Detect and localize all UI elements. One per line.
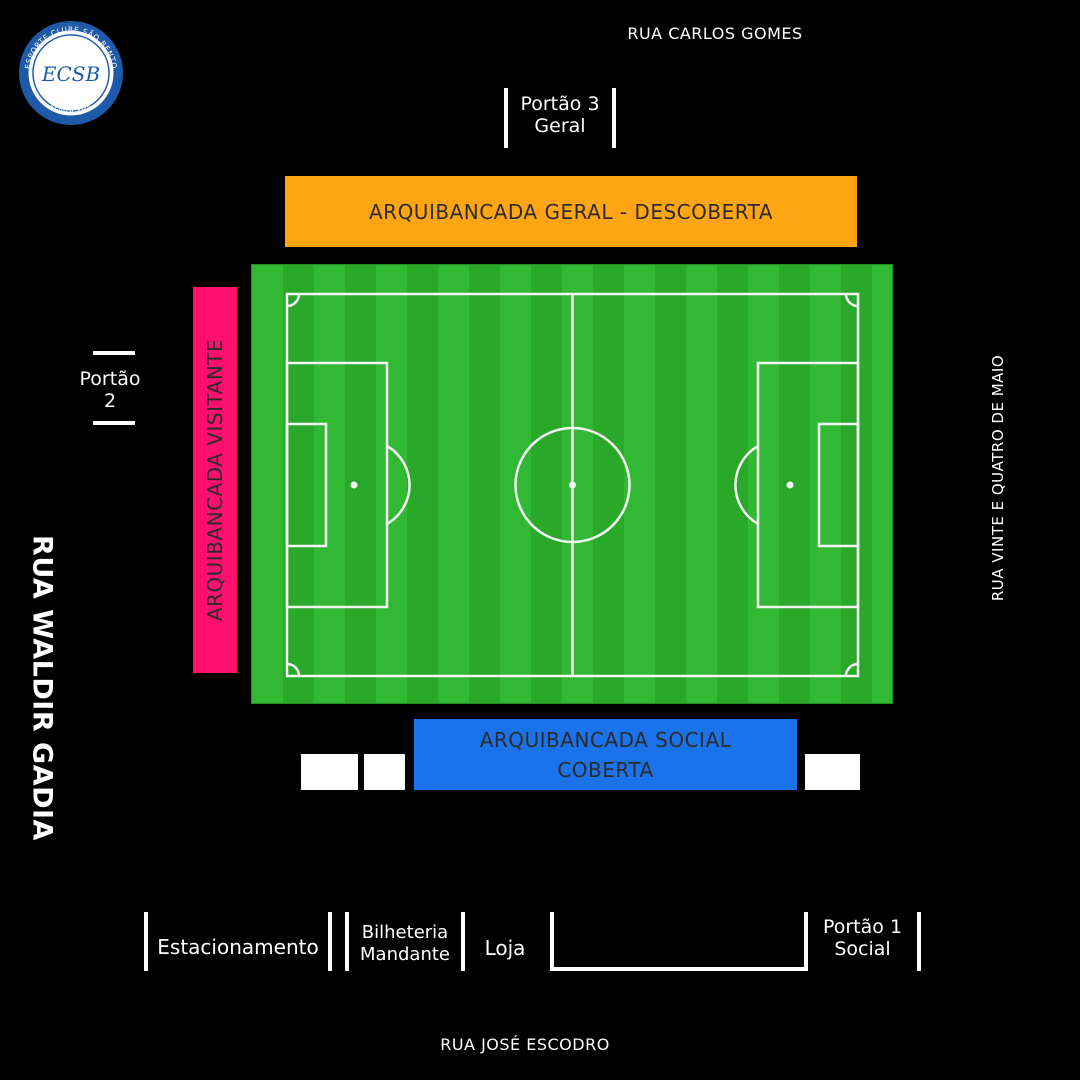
stand-social-label-line1: ARQUIBANCADA SOCIAL — [479, 727, 732, 752]
right-penalty-area — [756, 361, 860, 609]
white-block-3 — [805, 754, 860, 790]
street-east-text: RUA VINTE E QUATRO DE MAIO — [989, 354, 1007, 602]
gate2-label-line2: 2 — [103, 390, 117, 412]
street-north-label: RUA CARLOS GOMES — [627, 24, 803, 43]
gate2-bottom-bar — [93, 421, 135, 425]
parking-right-bar — [328, 912, 332, 971]
gate1-label: Portão 1 Social — [808, 916, 917, 960]
stand-visitor-label: ARQUIBANCADA VISITANTE — [203, 338, 228, 622]
empty-lot-right-bar — [804, 912, 808, 971]
center-spot — [569, 481, 576, 489]
stand-social-label-line2: COBERTA — [557, 757, 654, 782]
right-goal-area — [817, 422, 860, 548]
parking-left-bar — [144, 912, 148, 971]
ticket-office-label: Bilheteria Mandante — [349, 922, 461, 966]
logo-monogram: ECSB — [41, 62, 100, 86]
corner-arc-bottom-left — [286, 662, 301, 677]
football-pitch — [251, 264, 893, 704]
left-goal-area — [285, 422, 328, 548]
gate1-label-line1: Portão 1 — [822, 916, 903, 938]
stand-general-label: ARQUIBANCADA GERAL - DESCOBERTA — [368, 199, 773, 224]
white-block-2 — [364, 754, 405, 790]
gate2-label-line1: Portão — [79, 368, 141, 390]
street-west-text: RUA WALDIR GADIA — [26, 535, 58, 841]
club-logo: ESPORTE CLUBE SÃO BENTO SOROCABA ECSB — [18, 20, 124, 126]
ticket-office-label-line2: Mandante — [360, 944, 450, 965]
right-penalty-spot — [786, 481, 794, 489]
gate2-top-bar — [93, 351, 135, 355]
street-south-label: RUA JOSÉ ESCODRO — [440, 1035, 610, 1054]
stand-general: ARQUIBANCADA GERAL - DESCOBERTA — [285, 176, 857, 247]
ticket-left-bar — [345, 912, 349, 971]
corner-arc-top-left — [286, 293, 301, 308]
empty-lot-bottom-bar — [550, 967, 806, 971]
center-circle — [514, 426, 631, 544]
white-block-1 — [301, 754, 358, 790]
gate3-right-bar — [612, 88, 616, 148]
gate3-left-bar — [504, 88, 508, 148]
pitch-markings — [285, 292, 860, 678]
store-label: Loja — [484, 936, 526, 960]
corner-arc-top-right — [844, 293, 859, 308]
gate3-label: Portão 3 Geral — [508, 93, 612, 137]
left-penalty-area — [285, 361, 389, 609]
gate2-label: Portão 2 — [60, 368, 160, 412]
gate1-label-line2: Social — [834, 938, 891, 960]
left-penalty-arc — [386, 444, 411, 526]
gate3-label-line2: Geral — [534, 115, 586, 137]
empty-lot-left-bar — [550, 912, 554, 971]
ticket-office-label-line1: Bilheteria — [361, 922, 449, 943]
parking-label: Estacionamento — [157, 935, 319, 959]
gate3-label-line1: Portão 3 — [520, 93, 600, 115]
stand-visitor: ARQUIBANCADA VISITANTE — [193, 287, 237, 673]
right-penalty-arc — [734, 444, 759, 526]
left-penalty-spot — [350, 481, 358, 489]
gate1-right-bar — [917, 912, 921, 971]
stand-social: ARQUIBANCADA SOCIAL COBERTA — [414, 719, 797, 790]
corner-arc-bottom-right — [844, 662, 859, 677]
ticket-right-bar — [461, 912, 465, 971]
